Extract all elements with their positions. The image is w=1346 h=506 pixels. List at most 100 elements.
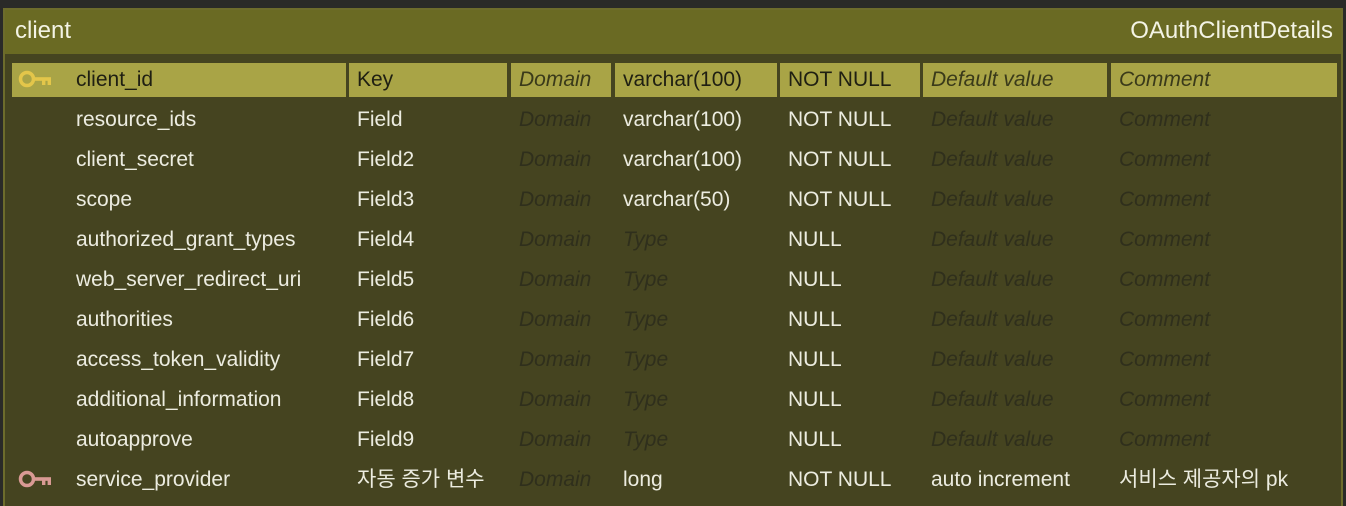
column-nullability[interactable]: NULL [788, 388, 842, 411]
column-comment[interactable]: Comment [1119, 428, 1211, 451]
column-row-access-token-validity[interactable]: access_token_validity Field7 Domain Type… [5, 340, 1341, 380]
column-type[interactable]: varchar(100) [623, 148, 743, 171]
column-nullability[interactable]: NOT NULL [788, 188, 892, 211]
column-default[interactable]: Default value [931, 228, 1054, 251]
column-key[interactable]: Field2 [357, 148, 415, 171]
column-name[interactable]: autoapprove [76, 428, 193, 451]
column-type[interactable]: long [623, 468, 663, 491]
column-comment[interactable]: 서비스 제공자의 pk [1119, 468, 1289, 491]
row-icon-cell [12, 463, 68, 497]
row-icon-cell [12, 143, 68, 177]
column-nullability[interactable]: NULL [788, 428, 842, 451]
column-default[interactable]: Default value [931, 348, 1054, 371]
column-name[interactable]: client_secret [76, 148, 194, 171]
column-domain[interactable]: Domain [519, 308, 592, 331]
column-nullability[interactable]: NULL [788, 308, 842, 331]
column-name[interactable]: access_token_validity [76, 348, 281, 371]
column-key[interactable]: Field6 [357, 308, 415, 331]
column-row-web-server-redirect-uri[interactable]: web_server_redirect_uri Field5 Domain Ty… [5, 260, 1341, 300]
column-key[interactable]: 자동 증가 변수 [357, 468, 485, 491]
column-type[interactable]: Type [623, 428, 669, 451]
column-row-authorities[interactable]: authorities Field6 Domain Type NULL Defa… [5, 300, 1341, 340]
row-icon-cell [12, 183, 68, 217]
column-name[interactable]: web_server_redirect_uri [76, 268, 302, 291]
column-type[interactable]: varchar(100) [623, 108, 743, 131]
row-icon-cell [12, 63, 68, 97]
column-nullability[interactable]: NULL [788, 268, 842, 291]
column-name[interactable]: service_provider [76, 468, 231, 491]
column-row-service-provider[interactable]: service_provider 자동 증가 변수 Domain long NO… [5, 460, 1341, 500]
column-default[interactable]: Default value [931, 388, 1054, 411]
row-icon-cell [12, 343, 68, 377]
column-row-client-secret[interactable]: client_secret Field2 Domain varchar(100)… [5, 140, 1341, 180]
column-row-autoapprove[interactable]: autoapprove Field9 Domain Type NULL Defa… [5, 420, 1341, 460]
column-domain[interactable]: Domain [519, 188, 592, 211]
column-row-resource-ids[interactable]: resource_ids Field Domain varchar(100) N… [5, 100, 1341, 140]
column-comment[interactable]: Comment [1119, 228, 1211, 251]
column-domain[interactable]: Domain [519, 468, 592, 491]
row-icon-cell [12, 423, 68, 457]
column-row-additional-information[interactable]: additional_information Field8 Domain Typ… [5, 380, 1341, 420]
column-key[interactable]: Key [349, 63, 507, 97]
column-nullability[interactable]: NULL [788, 228, 842, 251]
entity-header[interactable]: client OAuthClientDetails [5, 10, 1341, 54]
column-default[interactable]: Default value [931, 188, 1054, 211]
column-domain[interactable]: Domain [519, 268, 592, 291]
column-default[interactable]: Default value [931, 308, 1054, 331]
column-type[interactable]: Type [623, 348, 669, 371]
column-key[interactable]: Field [357, 108, 403, 131]
column-name[interactable]: authorities [76, 308, 173, 331]
column-key[interactable]: Field7 [357, 348, 415, 371]
column-key[interactable]: Field8 [357, 388, 415, 411]
column-type[interactable]: Type [623, 308, 669, 331]
column-key[interactable]: Field5 [357, 268, 415, 291]
column-comment[interactable]: Comment [1119, 388, 1211, 411]
column-domain[interactable]: Domain [519, 428, 592, 451]
column-domain[interactable]: Domain [519, 348, 592, 371]
column-default[interactable]: Default value [931, 108, 1054, 131]
entity-table-client[interactable]: client OAuthClientDetails client_id Key … [3, 8, 1343, 506]
column-default[interactable]: Default value [931, 268, 1054, 291]
column-type[interactable]: varchar(100) [615, 63, 777, 97]
column-nullability[interactable]: NOT NULL [788, 108, 892, 131]
row-icon-cell [12, 303, 68, 337]
column-nullability[interactable]: NOT NULL [788, 468, 892, 491]
entity-logical-name: client [15, 17, 72, 44]
column-name[interactable]: resource_ids [76, 108, 197, 131]
column-type[interactable]: Type [623, 268, 669, 291]
column-comment[interactable]: Comment [1119, 188, 1211, 211]
column-name[interactable]: client_id [68, 63, 346, 97]
column-nullability[interactable]: NOT NULL [780, 63, 920, 97]
column-type[interactable]: Type [623, 228, 669, 251]
column-row-client-id[interactable]: client_id Key Domain varchar(100) NOT NU… [5, 60, 1341, 100]
column-name[interactable]: additional_information [76, 388, 282, 411]
column-nullability[interactable]: NULL [788, 348, 842, 371]
column-domain[interactable]: Domain [519, 388, 592, 411]
column-row-scope[interactable]: scope Field3 Domain varchar(50) NOT NULL… [5, 180, 1341, 220]
column-name[interactable]: authorized_grant_types [76, 228, 296, 251]
column-comment[interactable]: Comment [1119, 108, 1211, 131]
column-comment[interactable]: Comment [1119, 148, 1211, 171]
column-list: client_id Key Domain varchar(100) NOT NU… [5, 60, 1341, 500]
column-default[interactable]: Default value [923, 63, 1107, 97]
column-domain[interactable]: Domain [519, 148, 592, 171]
column-key[interactable]: Field9 [357, 428, 415, 451]
column-comment[interactable]: Comment [1111, 63, 1337, 97]
column-key[interactable]: Field4 [357, 228, 415, 251]
column-comment[interactable]: Comment [1119, 268, 1211, 291]
column-nullability[interactable]: NOT NULL [788, 148, 892, 171]
column-domain[interactable]: Domain [519, 228, 592, 251]
column-type[interactable]: varchar(50) [623, 188, 731, 211]
column-default[interactable]: auto increment [931, 468, 1070, 491]
column-comment[interactable]: Comment [1119, 348, 1211, 371]
column-row-authorized-grant-types[interactable]: authorized_grant_types Field4 Domain Typ… [5, 220, 1341, 260]
column-type[interactable]: Type [623, 388, 669, 411]
column-domain[interactable]: Domain [519, 108, 592, 131]
column-name[interactable]: scope [76, 188, 133, 211]
column-comment[interactable]: Comment [1119, 308, 1211, 331]
row-icon-cell [12, 263, 68, 297]
column-default[interactable]: Default value [931, 148, 1054, 171]
column-domain[interactable]: Domain [511, 63, 611, 97]
column-default[interactable]: Default value [931, 428, 1054, 451]
column-key[interactable]: Field3 [357, 188, 415, 211]
